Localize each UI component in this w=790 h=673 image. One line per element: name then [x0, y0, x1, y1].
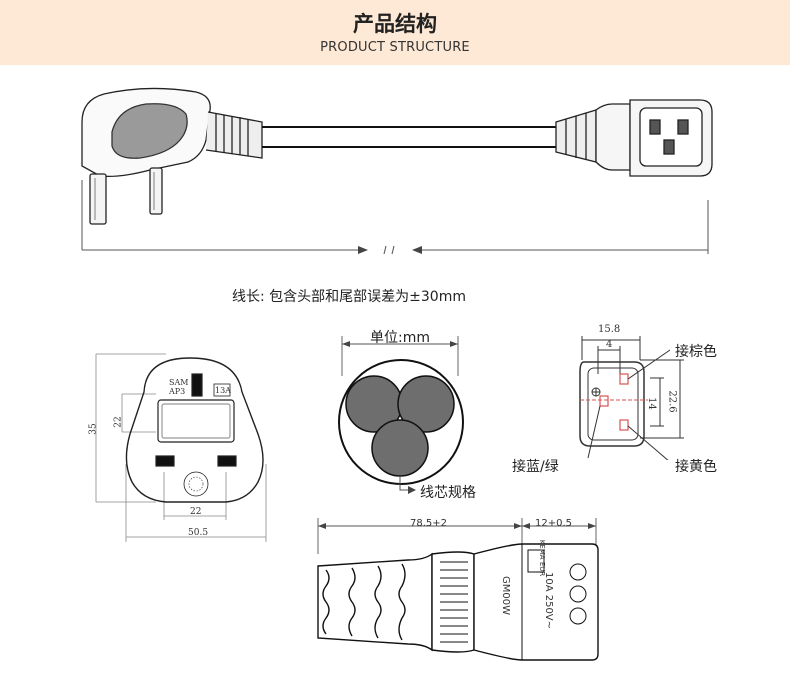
label-blue-green-wire: 接蓝/绿 [512, 459, 559, 475]
core-spec-label: 线芯规格 [420, 485, 476, 501]
uk-plug-illustration [81, 87, 263, 225]
connector-model-marking: GM00W [500, 576, 511, 615]
power-cord-drawing [81, 87, 713, 255]
dim-face-right-outer: 22.6 [666, 390, 678, 413]
plug-marking-ap3: AP3 [169, 387, 186, 396]
length-dimension [81, 180, 709, 255]
dim-plug-width: 50.5 [188, 528, 209, 538]
connector-face-drawing [579, 336, 684, 460]
dim-connector-head: 12+0.5 [535, 518, 573, 529]
cable-line [262, 126, 560, 148]
page-title: 产品结构 [353, 12, 437, 36]
plug-rating-box: 13A [215, 386, 231, 395]
dim-pin-spacing: 22 [190, 507, 202, 517]
label-yellow-wire: 接黄色 [675, 459, 717, 475]
connector-cert-marking: KEMA EUR [538, 539, 547, 577]
label-brown-wire: 接棕色 [675, 344, 717, 360]
header-band: 产品结构 PRODUCT STRUCTURE [0, 0, 790, 65]
plug-marking-sam: SAM [169, 378, 189, 387]
dim-face-inner: 4 [606, 339, 613, 350]
cable-cross-section [338, 336, 464, 494]
terminal-brown [619, 373, 629, 385]
terminal-blue-green [599, 395, 609, 407]
dim-connector-length: 78.5+2 [410, 518, 448, 529]
dim-face-width: 15.8 [598, 324, 621, 335]
terminal-yellow [619, 419, 629, 431]
dim-plug-height: 35 [88, 423, 99, 435]
core-3 [371, 419, 429, 477]
uk-plug-front-drawing [95, 353, 267, 542]
connector-rating-marking: 10A 250V~ [543, 571, 555, 630]
page-subtitle: PRODUCT STRUCTURE [320, 40, 470, 55]
c13-connector-illustration [555, 99, 713, 177]
cable-length-note: 线长: 包含头部和尾部误差为±30mm [232, 289, 466, 305]
dim-plug-inner-height: 22 [113, 416, 124, 428]
connector-side-drawing [317, 518, 599, 661]
unit-label: 单位:mm [370, 330, 430, 346]
core-2 [397, 375, 455, 433]
dim-face-right-inner: 14 [645, 397, 657, 410]
